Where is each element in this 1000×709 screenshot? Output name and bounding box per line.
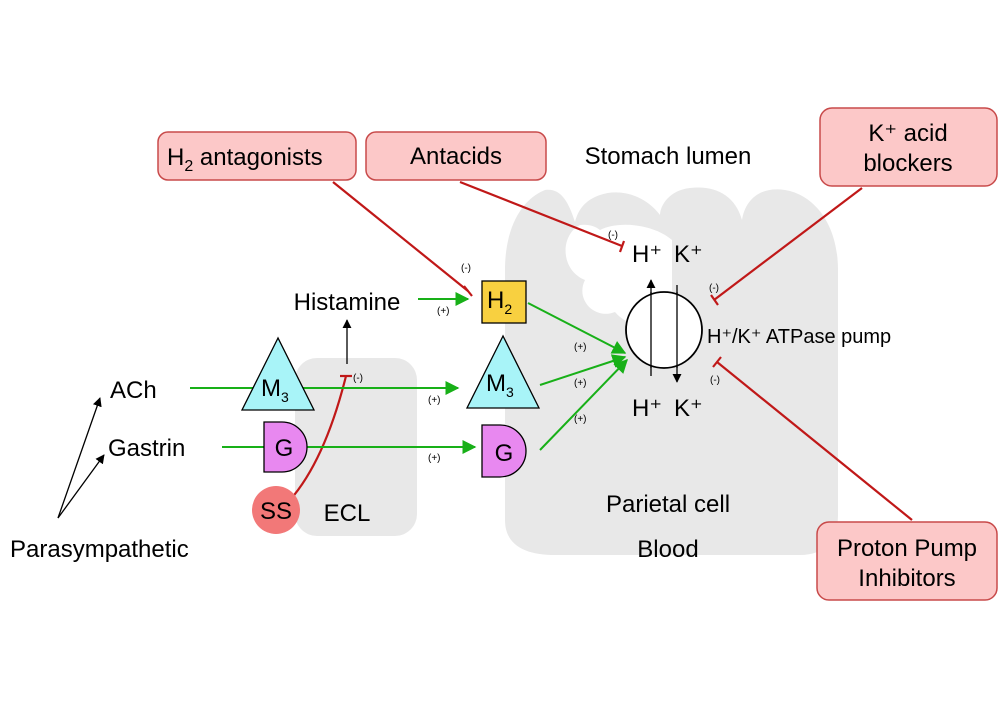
antacid-t-bar: [618, 240, 626, 253]
h2-to-pump-arrow: [527, 302, 627, 354]
sign-minus-ppi: (-): [710, 375, 720, 386]
ss-label: SS: [260, 498, 292, 525]
k-acid-blockers-line2: blockers: [863, 150, 952, 177]
sign-minus-antacid: (-): [608, 230, 618, 241]
m3-parietal-main: M: [486, 370, 506, 397]
h2-antagonists-sub: 2: [184, 158, 193, 175]
h2-receptor-main: H: [487, 287, 504, 314]
k-blocker-t-bar: [710, 294, 719, 306]
k-ion-bottom: K⁺: [674, 395, 703, 422]
antacids-box: Antacids: [365, 131, 547, 181]
ppi-inhibit-line: [716, 361, 913, 521]
h2-antagonists-box: H2 antagonists: [157, 131, 357, 181]
ppi-line1: Proton Pump: [837, 535, 977, 562]
ppi-box: Proton Pump Inhibitors: [816, 521, 998, 601]
h2-antagonists-rest: antagonists: [193, 144, 322, 171]
h2-antagonist-t-bar: [463, 285, 473, 297]
sign-minus-k-blocker: (-): [709, 283, 719, 294]
ach-label: ACh: [110, 377, 157, 404]
svg-text:M3: M3: [486, 370, 514, 400]
k-acid-blockers-box: K⁺ acid blockers: [819, 107, 998, 187]
g-ecl-label: G: [275, 435, 294, 462]
g-to-pump-arrow: [539, 358, 628, 451]
h2-receptor: H2: [481, 280, 527, 324]
gastrin-label: Gastrin: [108, 435, 185, 462]
parietal-cell-label: Parietal cell: [606, 491, 730, 518]
pump-label: H⁺/K⁺ ATPase pump: [707, 326, 891, 348]
stomach-lumen-label: Stomach lumen: [585, 143, 752, 170]
sign-plus-gastrin: (+): [428, 453, 441, 464]
blood-label: Blood: [637, 536, 698, 563]
sign-plus-m3: (+): [428, 395, 441, 406]
svg-text:H2 antagonists: H2 antagonists: [167, 144, 323, 175]
k-ion-top: K⁺: [674, 241, 703, 268]
sign-plus-h2-pump: (+): [574, 342, 587, 353]
m3-receptor-ecl: M3: [240, 336, 316, 411]
gastrin-receptor-ecl: G: [263, 421, 308, 473]
k-acid-blockers-line1: K⁺ acid: [868, 120, 947, 147]
svg-text:H2: H2: [487, 287, 512, 317]
ppi-line2: Inhibitors: [858, 565, 955, 592]
m3-receptor-parietal: M3: [465, 334, 541, 409]
h-ion-top: H⁺: [632, 241, 662, 268]
h2-antagonists-main: H: [167, 144, 184, 171]
parasympathetic-label: Parasympathetic: [10, 536, 189, 563]
sign-minus-h2: (-): [461, 263, 471, 274]
h2-antagonist-inhibit-line: [332, 181, 469, 292]
k-blocker-inhibit-line: [713, 187, 863, 301]
ppi-t-bar: [712, 356, 722, 368]
gastrin-receptor-parietal: G: [481, 424, 527, 478]
sign-plus-g-pump: (+): [574, 414, 587, 425]
histamine-label: Histamine: [294, 289, 401, 316]
h2-receptor-sub: 2: [504, 301, 512, 317]
stimulation-lines: [190, 292, 628, 454]
m3-parietal-sub: 3: [506, 384, 514, 400]
somatostatin: SS: [252, 486, 300, 534]
parasympathetic-to-ach-arrow: [57, 397, 102, 519]
m3-ecl-sub: 3: [281, 389, 289, 405]
m3-ecl-main: M: [261, 375, 281, 402]
antacids-label: Antacids: [410, 143, 502, 170]
inhibition-lines: [289, 180, 913, 521]
g-parietal-label: G: [495, 440, 514, 467]
svg-text:M3: M3: [261, 375, 289, 405]
ecl-label: ECL: [324, 500, 371, 527]
antacid-inhibit-line: [459, 180, 623, 248]
h-ion-bottom: H⁺: [632, 395, 662, 422]
proton-pump-circle: [625, 291, 703, 369]
sign-minus-ss: (-): [353, 373, 363, 384]
m3-to-pump-arrow: [539, 354, 627, 386]
sign-plus-histamine: (+): [437, 306, 450, 317]
parasympathetic-to-gastrin-arrow: [57, 454, 105, 519]
sign-plus-m3-pump: (+): [574, 378, 587, 389]
ss-inhibit-curve: [289, 375, 348, 501]
